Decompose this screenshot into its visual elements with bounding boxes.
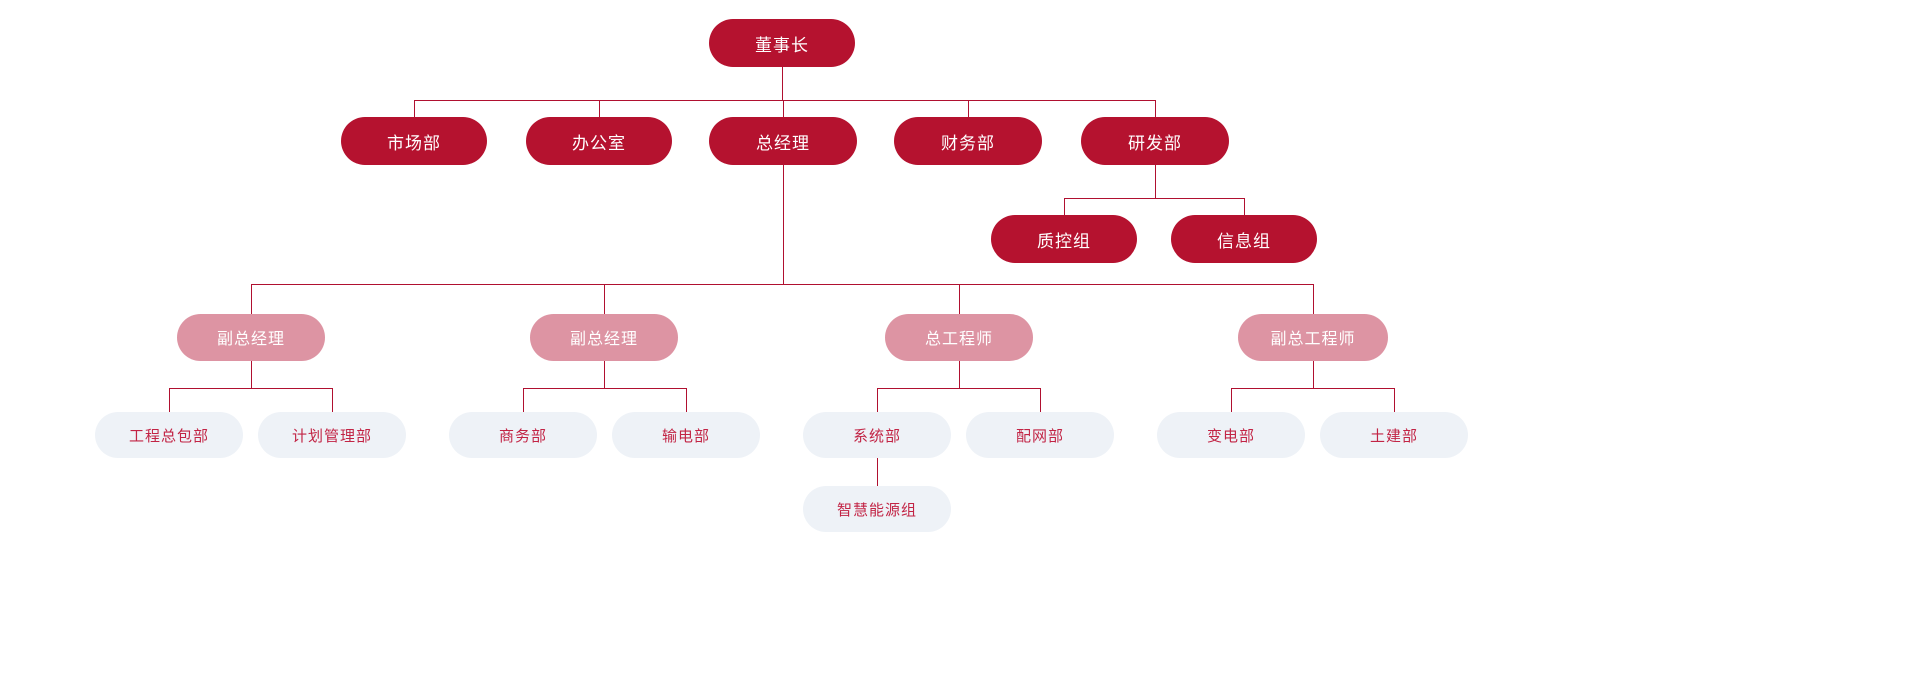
connector-drop-to-peiwangbu	[1039, 388, 1041, 412]
connector-drop-to-yanfabu	[1154, 100, 1156, 117]
org-node-n5[interactable]: 研发部	[1081, 117, 1229, 165]
org-node-n18[interactable]: 变电部	[1157, 412, 1305, 458]
connector-xitongbu-to-zhihuinengyuanzu	[876, 458, 878, 486]
connector-drop-to-gongchengzongbaobu	[168, 388, 170, 412]
org-node-n15[interactable]: 输电部	[612, 412, 760, 458]
connector-drop-to-fuzonggongchengshi	[1312, 284, 1314, 314]
org-node-n4[interactable]: 财务部	[894, 117, 1042, 165]
connector-chairman-stem-down	[781, 67, 783, 100]
org-node-n8[interactable]: 副总经理	[177, 313, 325, 361]
org-node-n3[interactable]: 总经理	[709, 117, 857, 165]
org-node-n19[interactable]: 土建部	[1320, 412, 1468, 458]
connector-zonggongchengshi-stem	[958, 361, 960, 388]
org-node-n10[interactable]: 总工程师	[885, 313, 1033, 361]
connector-drop-to-bangongshi	[598, 100, 600, 117]
connector-drop-to-zonggongchengshi	[958, 284, 960, 314]
org-node-n14[interactable]: 商务部	[449, 412, 597, 458]
connector-drop-to-caiwubu	[967, 100, 969, 117]
org-node-n1[interactable]: 市场部	[341, 117, 487, 165]
org-node-n9[interactable]: 副总经理	[530, 313, 678, 361]
connector-yanfabu-bus	[1064, 197, 1245, 199]
connector-drop-to-xinxizu	[1243, 198, 1245, 215]
org-node-n16[interactable]: 系统部	[803, 412, 951, 458]
connector-drop-to-zhikongzu	[1063, 198, 1065, 215]
connector-drop-to-shudianbu	[685, 388, 687, 412]
org-node-n6[interactable]: 质控组	[991, 215, 1137, 263]
connector-fuzonggongchengshi-bus	[1231, 387, 1395, 389]
connector-drop-to-zongjingli	[782, 100, 784, 117]
org-node-n11[interactable]: 副总工程师	[1238, 313, 1388, 361]
connector-drop-to-futotal-2	[603, 284, 605, 314]
connector-fuzongjingli2-stem	[603, 361, 605, 388]
connector-fuzongjingli1-stem	[250, 361, 252, 388]
connector-zongjingli-bus	[251, 283, 1314, 285]
connector-fuzongjingli1-bus	[169, 387, 333, 389]
connector-zongjingli-stem-down	[782, 165, 784, 284]
org-node-n0[interactable]: 董事长	[709, 19, 855, 67]
connector-drop-to-xitongbu	[876, 388, 878, 412]
org-node-n13[interactable]: 计划管理部	[258, 412, 406, 458]
connector-drop-to-futotal-1	[250, 284, 252, 314]
org-node-n2[interactable]: 办公室	[526, 117, 672, 165]
connector-yanfabu-stem-down	[1154, 165, 1156, 198]
connector-drop-to-shichangbu	[413, 100, 415, 117]
connector-zonggongchengshi-bus	[877, 387, 1041, 389]
connector-fuzonggongchengshi-stem	[1312, 361, 1314, 388]
org-node-n12[interactable]: 工程总包部	[95, 412, 243, 458]
org-node-n20[interactable]: 智慧能源组	[803, 486, 951, 532]
connector-fuzongjingli2-bus	[523, 387, 687, 389]
connector-drop-to-biandianbu	[1230, 388, 1232, 412]
connector-chairman-bus	[414, 99, 1156, 101]
connector-drop-to-shangwubu	[522, 388, 524, 412]
connector-drop-to-jihuaguanlibu	[331, 388, 333, 412]
connector-drop-to-tujianbu	[1393, 388, 1395, 412]
org-node-n7[interactable]: 信息组	[1171, 215, 1317, 263]
org-node-n17[interactable]: 配网部	[966, 412, 1114, 458]
